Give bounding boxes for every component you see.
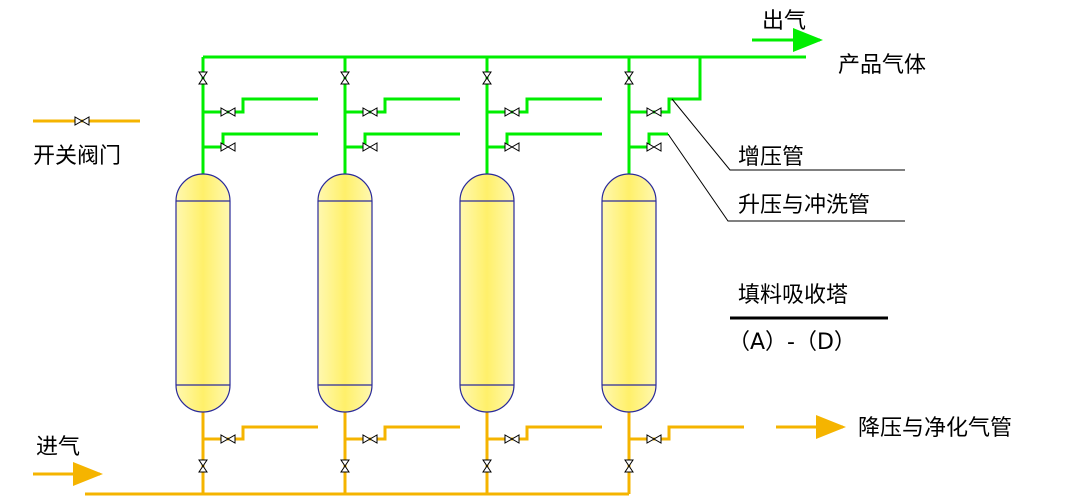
depressurize-branch-pipe bbox=[345, 425, 460, 441]
tower-vessel bbox=[601, 173, 657, 413]
valve-icon bbox=[646, 142, 662, 152]
valve-icon bbox=[198, 459, 208, 473]
valve-icon bbox=[340, 459, 350, 473]
valve-icon bbox=[482, 459, 492, 473]
boost-pipe-label: 增压管 bbox=[738, 145, 804, 170]
tower-vessel bbox=[317, 173, 373, 413]
flush-branch-pipe bbox=[203, 132, 318, 149]
valve-icon bbox=[198, 71, 208, 85]
product-gas-pipes bbox=[201, 28, 823, 177]
header-boost-link bbox=[672, 57, 702, 101]
valve-icon bbox=[504, 107, 520, 117]
valve-icon bbox=[220, 107, 236, 117]
switch-valve-label: 开关阀门 bbox=[33, 144, 121, 169]
valve-icon bbox=[340, 71, 350, 85]
valve-icon bbox=[504, 434, 520, 444]
tower-range-label: （A）-（D） bbox=[728, 330, 856, 355]
valve-icon bbox=[220, 434, 236, 444]
valve-icon bbox=[362, 107, 378, 117]
valve-icon bbox=[646, 107, 662, 117]
inlet-label: 进气 bbox=[36, 435, 80, 460]
depressurize-branch-pipe bbox=[487, 425, 602, 441]
boost-branch-pipe bbox=[203, 97, 318, 114]
leader-lines bbox=[667, 98, 905, 320]
absorption-towers bbox=[175, 173, 657, 413]
valve-icon bbox=[646, 434, 662, 444]
flush-pipe-leader bbox=[667, 133, 905, 222]
packed-tower-label: 填料吸收塔 bbox=[738, 283, 848, 308]
valve-icon bbox=[362, 142, 378, 152]
tower-vessel bbox=[459, 173, 515, 413]
depressurize-branch-pipe bbox=[203, 425, 318, 441]
boost-branch-pipe bbox=[487, 97, 602, 114]
depressurize-purify-pipe-label: 降压与净化气管 bbox=[858, 416, 1012, 441]
feed-gas-pipes bbox=[33, 119, 846, 496]
valve-icon bbox=[504, 142, 520, 152]
outlet-label: 出气 bbox=[762, 9, 806, 34]
boost-pipe-leader bbox=[671, 98, 905, 171]
tower-vessel bbox=[175, 173, 231, 413]
flush-branch-pipe bbox=[629, 132, 668, 149]
boost-branch-pipe bbox=[345, 97, 460, 114]
valve-icon bbox=[74, 116, 90, 126]
flush-branch-pipe bbox=[487, 132, 602, 149]
pressurize-flush-pipe-label: 升压与冲洗管 bbox=[738, 193, 870, 218]
valve-icon bbox=[220, 142, 236, 152]
depressurize-branch-pipe bbox=[629, 425, 744, 441]
valves bbox=[74, 71, 662, 473]
flush-branch-pipe bbox=[345, 132, 460, 149]
valve-icon bbox=[482, 71, 492, 85]
product-gas-label: 产品气体 bbox=[838, 53, 926, 78]
valve-icon bbox=[624, 71, 634, 85]
valve-icon bbox=[362, 434, 378, 444]
valve-icon bbox=[624, 459, 634, 473]
